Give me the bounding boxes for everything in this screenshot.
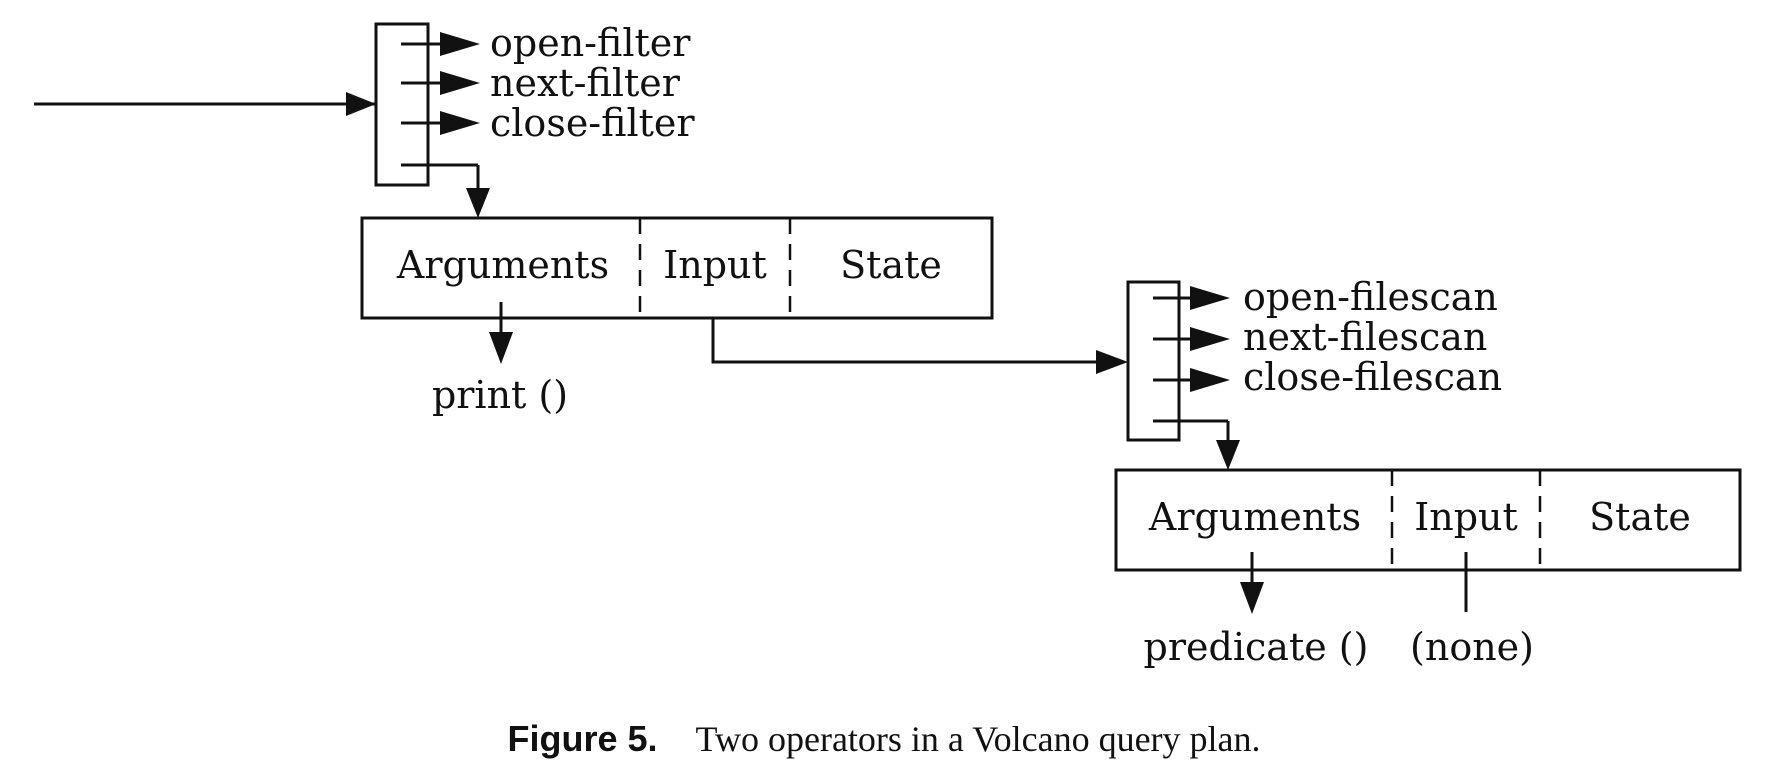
figure-caption-text: Two operators in a Volcano query plan. [695,719,1261,759]
arrow-head [1216,440,1240,470]
arguments-target-predicate: predicate () [1144,625,1369,669]
record-cell-input: Input [663,243,767,287]
arrow-head [1240,582,1264,614]
filescan-function-arrows [1153,286,1240,470]
arrow-head [1190,286,1230,310]
filter-operator: open-filter next-filter close-filter Arg… [34,21,1128,417]
function-label-next: next-filter [490,61,681,105]
filter-function-table [374,22,430,187]
record-cell-arguments: Arguments [1148,495,1361,539]
arrow-head [1190,327,1230,351]
filter-record-box [360,216,994,320]
filescan-operator: open-filescan next-filescan close-filesc… [1114,275,1742,669]
figure-caption: Figure 5. Two operators in a Volcano quer… [0,718,1768,760]
arrow-head [440,32,480,56]
record-cell-state: State [840,243,942,287]
arrow-head [1096,350,1128,374]
filter-function-arrows [401,32,490,218]
input-link [711,318,1098,364]
record-cell-state: State [1589,495,1691,539]
arguments-target-print: print () [432,373,568,417]
filescan-function-table [1126,280,1181,442]
incoming-arrow-head [346,92,376,116]
function-label-open: open-filter [490,21,691,65]
volcano-query-plan-diagram: open-filter next-filter close-filter Arg… [34,21,1742,669]
function-label-close: close-filescan [1243,355,1502,399]
function-label-next: next-filescan [1243,315,1487,359]
record-cell-input: Input [1414,495,1518,539]
input-target-none: (none) [1410,625,1534,669]
filescan-record-box [1114,468,1742,572]
function-label-open: open-filescan [1243,275,1498,319]
arrow-head [489,332,513,364]
figure-label: Figure 5. [507,718,658,759]
record-cell-arguments: Arguments [396,243,609,287]
arrow-head [466,188,490,218]
arrow-head [440,111,480,135]
arrow-head [1190,368,1230,392]
function-label-close: close-filter [490,101,695,145]
arrow-head [440,71,480,95]
